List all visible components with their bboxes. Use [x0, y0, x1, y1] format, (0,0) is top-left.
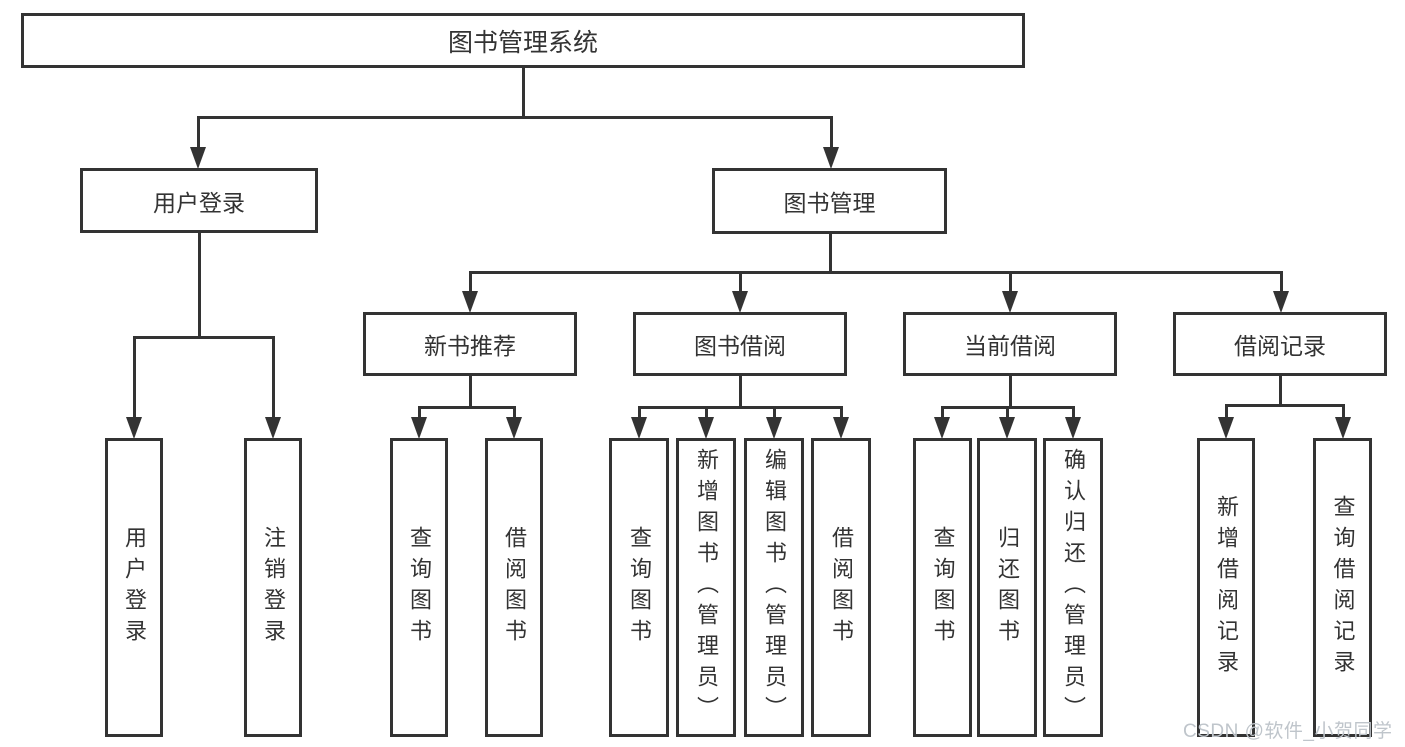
- connector-line-vertical: [772, 406, 776, 422]
- connector-line-horizontal: [469, 270, 1283, 274]
- arrow-down-icon: [766, 417, 782, 439]
- node-label: 归还图书: [995, 525, 1020, 650]
- node-label: 查询图书: [627, 525, 652, 650]
- connector-line-vertical: [1278, 376, 1282, 407]
- connector-line-vertical: [468, 376, 472, 409]
- node-label: 查询图书: [930, 525, 956, 650]
- connector-line-vertical: [196, 116, 200, 150]
- connector-line-vertical: [197, 233, 201, 339]
- node-book-management: 图书管理: [712, 168, 947, 234]
- arrow-down-icon: [833, 417, 849, 439]
- arrow-down-icon: [823, 147, 839, 169]
- csdn-watermark: CSDN @软件_小贺同学: [1183, 721, 1393, 742]
- connector-line-horizontal: [133, 335, 274, 339]
- node-book-borrowing: 图书借阅: [633, 312, 847, 376]
- node-label: 查询图书: [407, 525, 432, 650]
- connector-line-vertical: [829, 116, 833, 150]
- node-current-borrowing: 当前借阅: [903, 312, 1117, 376]
- connector-line-vertical: [1008, 271, 1012, 295]
- arrow-down-icon: [732, 291, 748, 313]
- arrow-down-icon: [999, 417, 1015, 439]
- connector-line-vertical: [521, 68, 525, 118]
- node-label: 查询借阅记录: [1330, 494, 1356, 681]
- connector-line-vertical: [940, 406, 944, 422]
- node-label: 借阅图书: [502, 525, 527, 650]
- node-label: 新书推荐: [424, 333, 516, 359]
- connector-line-horizontal: [1226, 403, 1343, 407]
- leaf-query-books-borrowing: 查询图书: [609, 438, 669, 737]
- arrow-down-icon: [1273, 291, 1289, 313]
- connector-line-vertical: [1224, 404, 1228, 422]
- connector-line-horizontal: [418, 405, 515, 409]
- leaf-user-login: 用户登录: [105, 438, 163, 737]
- leaf-borrow-books-recommend: 借阅图书: [485, 438, 543, 737]
- connector-line-vertical: [1341, 404, 1345, 422]
- node-borrowing-records: 借阅记录: [1173, 312, 1387, 376]
- leaf-edit-books-admin: 编辑图书（管理员）: [744, 438, 804, 737]
- leaf-logout: 注销登录: [244, 438, 302, 737]
- leaf-query-borrow-record: 查询借阅记录: [1313, 438, 1372, 737]
- connector-line-vertical: [828, 234, 832, 274]
- connector-line-vertical: [738, 376, 742, 409]
- node-label: 注销登录: [261, 525, 286, 650]
- connector-line-vertical: [417, 406, 421, 422]
- node-library-management-system: 图书管理系统: [21, 13, 1025, 68]
- arrow-down-icon: [126, 417, 142, 439]
- arrow-down-icon: [506, 417, 522, 439]
- node-label: 编辑图书（管理员）: [762, 448, 787, 727]
- arrow-down-icon: [631, 417, 647, 439]
- node-label: 新增借阅记录: [1214, 494, 1239, 681]
- node-label: 新增图书（管理员）: [694, 448, 719, 727]
- arrow-down-icon: [1218, 417, 1234, 439]
- leaf-add-borrow-record: 新增借阅记录: [1197, 438, 1255, 737]
- arrow-down-icon: [1335, 417, 1351, 439]
- leaf-query-books-current: 查询图书: [913, 438, 972, 737]
- connector-line-vertical: [1008, 376, 1012, 409]
- connector-line-horizontal: [638, 405, 842, 409]
- connector-line-vertical: [704, 406, 708, 422]
- arrow-down-icon: [190, 147, 206, 169]
- leaf-add-books-admin: 新增图书（管理员）: [676, 438, 736, 737]
- node-label: 确认归还（管理员）: [1061, 448, 1086, 727]
- connector-line-vertical: [512, 406, 516, 422]
- node-label: 当前借阅: [964, 333, 1056, 359]
- node-label: 图书管理系统: [447, 28, 598, 57]
- connector-line-vertical: [132, 336, 136, 420]
- leaf-borrow-books: 借阅图书: [811, 438, 871, 737]
- node-label: 借阅图书: [829, 525, 854, 650]
- node-label: 用户登录: [153, 189, 245, 216]
- leaf-confirm-return-admin: 确认归还（管理员）: [1043, 438, 1103, 737]
- node-label: 图书借阅: [694, 333, 786, 359]
- arrow-down-icon: [934, 417, 950, 439]
- connector-line-vertical: [637, 406, 641, 422]
- connector-line-vertical: [1071, 406, 1075, 422]
- arrow-down-icon: [265, 417, 281, 439]
- connector-line-horizontal: [197, 115, 833, 119]
- connector-line-vertical: [1005, 406, 1009, 422]
- connector-line-vertical: [738, 271, 742, 295]
- leaf-query-books-recommend: 查询图书: [390, 438, 448, 737]
- connector-line-vertical: [468, 271, 472, 295]
- arrow-down-icon: [462, 291, 478, 313]
- node-label: 借阅记录: [1234, 333, 1326, 359]
- node-user-login: 用户登录: [80, 168, 318, 233]
- arrow-down-icon: [1065, 417, 1081, 439]
- arrow-down-icon: [698, 417, 714, 439]
- arrow-down-icon: [1002, 291, 1018, 313]
- connector-line-vertical: [839, 406, 843, 422]
- connector-line-vertical: [271, 336, 275, 420]
- node-new-book-recommendation: 新书推荐: [363, 312, 577, 376]
- connector-line-vertical: [1279, 271, 1283, 295]
- node-label: 图书管理: [783, 190, 876, 216]
- leaf-return-books: 归还图书: [977, 438, 1037, 737]
- arrow-down-icon: [411, 417, 427, 439]
- node-label: 用户登录: [122, 525, 147, 650]
